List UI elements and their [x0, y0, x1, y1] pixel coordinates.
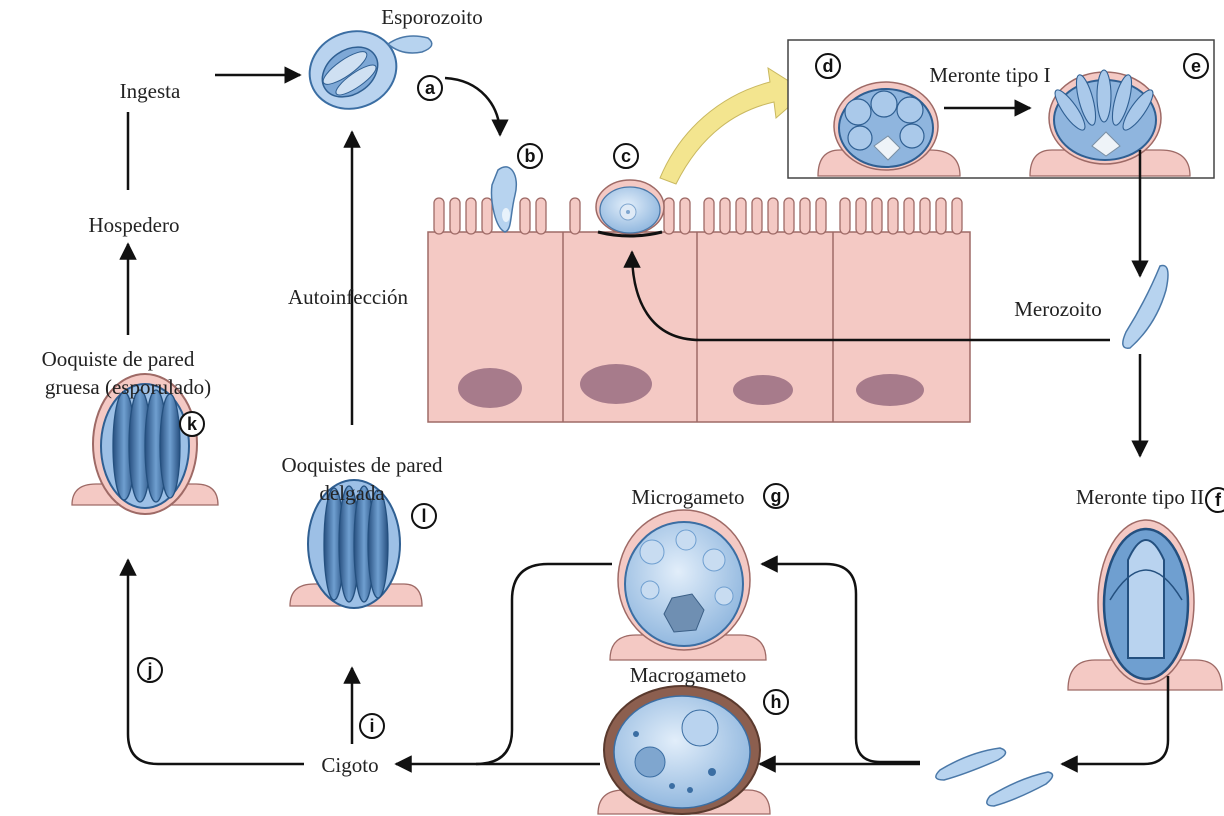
- svg-text:c: c: [621, 146, 631, 166]
- label-meronte-tipo-2: Meronte tipo II: [1076, 485, 1204, 509]
- label-cigoto: Cigoto: [321, 753, 378, 777]
- merozoites-released: [936, 748, 1053, 806]
- label-macrogameto: Macrogameto: [630, 663, 747, 687]
- svg-text:e: e: [1191, 56, 1201, 76]
- svg-text:b: b: [525, 146, 536, 166]
- stage-h-macrogameto: [598, 686, 770, 814]
- badge-h: h: [764, 690, 788, 714]
- intestinal-epithelium: [428, 198, 970, 422]
- label-autoinfeccion: Autoinfección: [288, 285, 409, 309]
- svg-text:f: f: [1215, 490, 1222, 510]
- svg-text:h: h: [771, 692, 782, 712]
- yellow-arrow-c-to-d: [660, 68, 806, 184]
- badge-e: e: [1184, 54, 1208, 78]
- label-ooquistes-delgada-line2: delgada: [319, 481, 385, 505]
- arrow-merozoites-to-g: [762, 564, 920, 762]
- svg-text:i: i: [369, 716, 374, 736]
- stage-b-sporozoite-attaching: [492, 167, 517, 232]
- svg-text:a: a: [425, 78, 436, 98]
- label-ooquiste-gruesa-line1: Ooquiste de pared: [42, 347, 195, 371]
- arrow-g-to-cigoto: [476, 564, 612, 764]
- stage-g-microgameto: [610, 510, 766, 660]
- stage-c-trophozoite: [596, 180, 664, 236]
- badge-d: d: [816, 54, 840, 78]
- label-microgameto: Microgameto: [631, 485, 744, 509]
- svg-text:j: j: [146, 660, 152, 680]
- badge-b: b: [518, 144, 542, 168]
- label-meronte-tipo-1: Meronte tipo I: [929, 63, 1050, 87]
- label-ingesta: Ingesta: [120, 79, 181, 103]
- svg-text:l: l: [421, 506, 426, 526]
- label-esporozoito: Esporozoito: [381, 5, 482, 29]
- stage-a-oocyst-releasing-sporozoite: [299, 19, 432, 121]
- badge-i: i: [360, 714, 384, 738]
- label-ooquistes-delgada-line1: Ooquistes de pared: [282, 453, 443, 477]
- label-merozoito: Merozoito: [1014, 297, 1101, 321]
- label-ooquiste-gruesa-line2: gruesa (esporulado): [45, 375, 211, 399]
- badge-c: c: [614, 144, 638, 168]
- meronte-tipo-1-box: [788, 40, 1214, 178]
- badge-g: g: [764, 484, 788, 508]
- merozoite: [1123, 266, 1168, 349]
- label-hospedero: Hospedero: [89, 213, 180, 237]
- svg-text:d: d: [823, 56, 834, 76]
- badge-j: j: [138, 658, 162, 682]
- arrow-a-to-b: [445, 78, 500, 135]
- svg-text:k: k: [187, 414, 198, 434]
- stage-f-meront-tipo-2: [1068, 520, 1222, 690]
- svg-text:g: g: [771, 486, 782, 506]
- badge-f: f: [1206, 488, 1224, 512]
- badge-l: l: [412, 504, 436, 528]
- badge-k: k: [180, 412, 204, 436]
- badge-a: a: [418, 76, 442, 100]
